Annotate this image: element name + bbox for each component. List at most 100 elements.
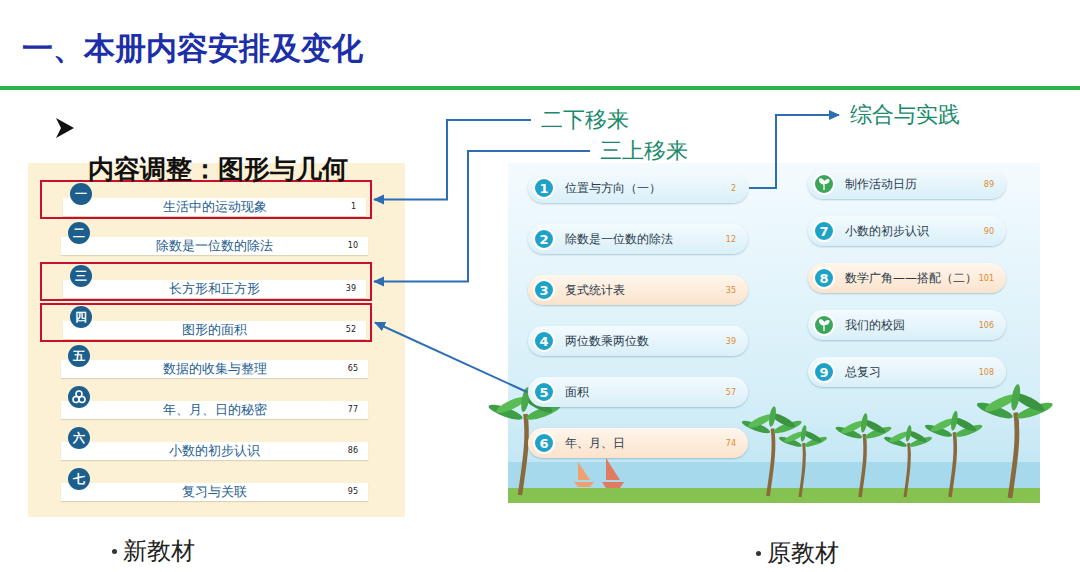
panel-caption: 原教材 — [756, 537, 839, 569]
page-number: 65 — [348, 360, 358, 378]
caption-text: 原教材 — [767, 537, 839, 569]
move-arrow — [374, 151, 590, 282]
unit-title: 总复习 — [845, 364, 979, 381]
unit-title: 除数是一位数的除法 — [565, 231, 726, 248]
toc-bar: 数据的收集与整理65 — [61, 360, 368, 378]
unit-number: 4 — [539, 334, 548, 349]
unit-number: 2 — [539, 232, 548, 247]
unit-number: 8 — [819, 271, 828, 286]
page-number: 2 — [731, 184, 736, 193]
unit-title: 数学广角——搭配（二） — [845, 270, 979, 287]
page-number: 108 — [979, 368, 994, 377]
unit-title: 两位数乘两位数 — [565, 333, 726, 350]
page-number: 39 — [346, 280, 356, 298]
bullet-dot — [756, 551, 761, 556]
annotation-text: 二下移来 — [541, 105, 629, 135]
toc-pill: 7 小数的初步认识90 — [808, 216, 1006, 246]
toc-pill: 4 两位数乘两位数39 — [528, 326, 748, 356]
toc-bar: 年、月、日的秘密77 — [61, 401, 368, 419]
practice-icon — [813, 173, 835, 195]
toc-row: 数据的收集与整理65五 — [40, 344, 372, 383]
unit-title: 我们的校园 — [845, 317, 979, 334]
unit-number: 3 — [539, 283, 548, 298]
page-number: 12 — [726, 235, 736, 244]
unit-number-circle: 六 — [68, 427, 90, 449]
page-title: 一、本册内容安排及变化 — [22, 28, 1080, 70]
unit-number-circle: 9 — [813, 361, 835, 383]
unit-number-circle: 一 — [70, 183, 92, 205]
palm-tree — [924, 410, 984, 497]
toc-pill: 8 数学广角——搭配（二）101 — [808, 263, 1006, 293]
unit-title: 复习与关联 — [61, 483, 368, 501]
page-number: 89 — [984, 180, 994, 189]
palm-tree — [883, 425, 933, 497]
toc-row: 除数是一位数的除法10二 — [40, 221, 372, 260]
annotation-text: 综合与实践 — [850, 100, 960, 130]
page-number: 86 — [348, 442, 358, 460]
unit-number-circle: 7 — [813, 220, 835, 242]
page-number: 77 — [348, 401, 358, 419]
toc-row: 小数的初步认识86 六 — [40, 426, 372, 465]
move-annotation: 二下移来 — [533, 103, 637, 137]
page-number: 39 — [726, 337, 736, 346]
palm-tree — [975, 384, 1054, 498]
unit-title: 小数的初步认识 — [845, 223, 984, 240]
unit-number: 三 — [75, 268, 87, 285]
unit-number-circle: 6 — [533, 432, 555, 454]
palm-tree — [834, 413, 892, 497]
toc-row: 复习与关联95七 — [40, 467, 372, 506]
unit-number: 一 — [75, 186, 87, 203]
toc-row: 长方形和正方形39三 — [40, 262, 372, 301]
unit-title: 复式统计表 — [565, 282, 726, 299]
unit-number-circle: 1 — [533, 177, 555, 199]
unit-number: 七 — [73, 471, 85, 488]
unit-title: 位置与方向（一） — [565, 180, 731, 197]
unit-title: 除数是一位数的除法 — [61, 237, 368, 255]
page-number: 52 — [346, 321, 356, 339]
toc-row: 生活中的运动现象1一 — [40, 180, 372, 219]
unit-number-circle: 五 — [68, 345, 90, 367]
unit-title: 数据的收集与整理 — [61, 360, 368, 378]
sailboat — [574, 462, 594, 487]
page-number: 95 — [348, 483, 358, 501]
toc-pill: 3复式统计表35 — [528, 275, 748, 305]
new-book-panel — [28, 163, 405, 517]
toc-bar: 长方形和正方形39 — [63, 280, 366, 298]
bullet-arrow — [56, 118, 74, 138]
toc-pill: 2 除数是一位数的除法12 — [528, 224, 748, 254]
move-arrow — [374, 120, 531, 200]
section-heading: 内容调整：图形与几何 — [88, 152, 1080, 187]
page-number: 57 — [726, 388, 736, 397]
panel-caption: 新教材 — [112, 535, 195, 567]
unit-number-circle: 二 — [68, 222, 90, 244]
unit-number-circle: 2 — [533, 228, 555, 250]
unit-number: 四 — [75, 309, 87, 326]
unit-title: 制作活动日历 — [845, 176, 984, 193]
toc-bar: 生活中的运动现象1 — [63, 198, 366, 216]
toc-pill: 9 总复习108 — [808, 357, 1006, 387]
unit-number-circle: 8 — [813, 267, 835, 289]
unit-number: 六 — [73, 430, 85, 447]
toc-pill: 5面积57 — [528, 377, 748, 407]
annotation-text: 三上移来 — [600, 136, 688, 166]
unit-number-circle: 三 — [70, 265, 92, 287]
page-number: 1 — [351, 198, 356, 216]
move-arrow — [375, 323, 527, 393]
bullet-dot — [112, 549, 117, 554]
page-number: 106 — [979, 321, 994, 330]
toc-row: 年、月、日的秘密77 — [40, 385, 372, 424]
unit-title: 年、月、日 — [565, 435, 726, 452]
toc-pill: 6年、月、日74 — [528, 428, 748, 458]
toc-bar: 除数是一位数的除法10 — [61, 237, 368, 255]
toc-bar: 复习与关联95 — [61, 483, 368, 501]
page-number: 101 — [979, 274, 994, 283]
move-annotation: 综合与实践 — [841, 98, 969, 132]
unit-number: 7 — [819, 224, 828, 239]
unit-title: 小数的初步认识 — [61, 442, 368, 460]
page-number: 90 — [984, 227, 994, 236]
unit-number-circle: 四 — [70, 306, 92, 328]
unit-number-circle: 七 — [68, 468, 90, 490]
page-number: 10 — [348, 237, 358, 255]
toc-pill: 我们的校园106 — [808, 310, 1006, 340]
toc-pill: 制作活动日历89 — [808, 169, 1006, 199]
